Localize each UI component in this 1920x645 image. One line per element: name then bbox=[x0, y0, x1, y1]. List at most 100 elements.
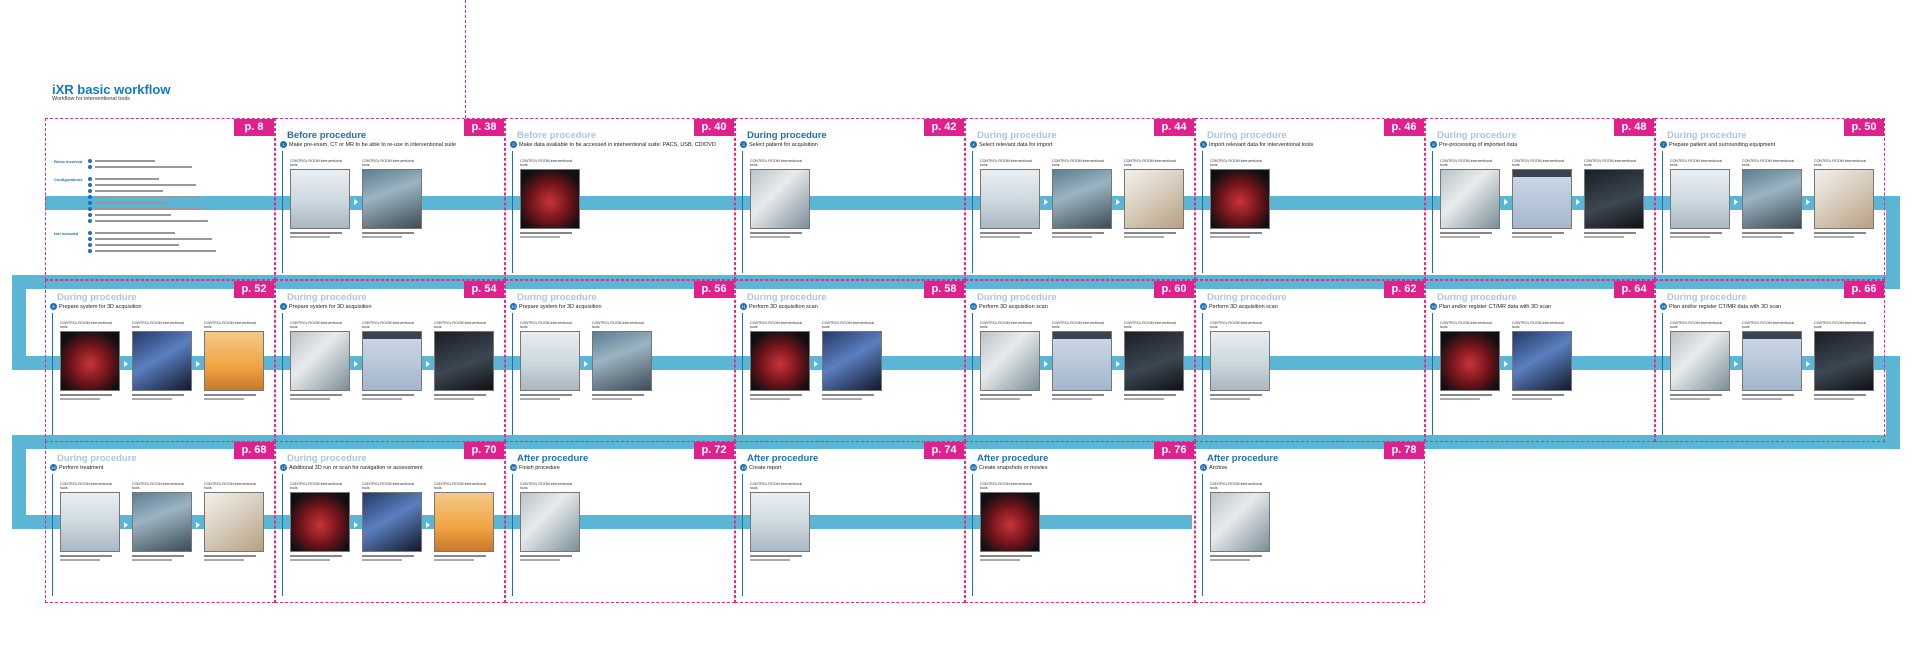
step-thumbnail[interactable]: CONTROL ROOM interventional tools bbox=[822, 321, 882, 400]
thumbnail-description bbox=[520, 555, 572, 557]
step-thumbnail[interactable]: CONTROL ROOM interventional tools bbox=[980, 482, 1040, 561]
page-reference-tag[interactable]: p. 58 bbox=[924, 281, 964, 298]
legend-bullet-icon bbox=[88, 243, 92, 247]
step-thumbnail[interactable]: CONTROL ROOM interventional tools bbox=[750, 159, 810, 238]
step-thumbnail[interactable]: CONTROL ROOM interventional tools bbox=[750, 482, 810, 561]
step-thumbnail[interactable]: CONTROL ROOM interventional tools bbox=[434, 321, 494, 400]
step-thumbnail[interactable]: CONTROL ROOM interventional tools bbox=[290, 482, 350, 561]
step-thumbnail[interactable]: CONTROL ROOM interventional tools bbox=[1124, 159, 1184, 238]
page-reference-tag[interactable]: p. 48 bbox=[1614, 119, 1654, 136]
thumbnail-caption: CONTROL ROOM interventional tools bbox=[1210, 159, 1262, 167]
thumbnail-caption: CONTROL ROOM interventional tools bbox=[60, 482, 112, 490]
step-thumbnail[interactable]: CONTROL ROOM interventional tools bbox=[362, 321, 422, 400]
step-thumbnail[interactable]: CONTROL ROOM interventional tools bbox=[1052, 321, 1112, 400]
step-thumbnail[interactable]: CONTROL ROOM interventional tools bbox=[1210, 159, 1270, 238]
thumbnail-image bbox=[1052, 331, 1112, 391]
legend-line bbox=[95, 190, 163, 192]
page-reference-tag[interactable]: p. 76 bbox=[1154, 442, 1194, 459]
page-reference-tag[interactable]: p. 68 bbox=[234, 442, 274, 459]
thumbnail-caption: CONTROL ROOM interventional tools bbox=[1512, 321, 1564, 329]
page-reference-tag[interactable]: p. 46 bbox=[1384, 119, 1424, 136]
step-thumbnail[interactable]: CONTROL ROOM interventional tools bbox=[1670, 159, 1730, 238]
page-reference-tag[interactable]: p. 38 bbox=[464, 119, 504, 136]
step-number-icon: 11 bbox=[740, 303, 747, 310]
step-thumbnail[interactable]: CONTROL ROOM interventional tools bbox=[1440, 321, 1500, 400]
legend-bullet-icon bbox=[88, 195, 92, 199]
step-connector-line bbox=[1662, 313, 1663, 435]
page-reference-tag[interactable]: p. 74 bbox=[924, 442, 964, 459]
page-reference-tag[interactable]: p. 62 bbox=[1384, 281, 1424, 298]
step-thumbnail[interactable]: CONTROL ROOM interventional tools bbox=[434, 482, 494, 561]
step-thumbnail[interactable]: CONTROL ROOM interventional tools bbox=[520, 482, 580, 561]
step-thumbnail[interactable]: CONTROL ROOM interventional tools bbox=[1742, 321, 1802, 400]
flow-arrow-icon bbox=[354, 361, 358, 367]
step-thumbnail[interactable]: CONTROL ROOM interventional tools bbox=[1512, 321, 1572, 400]
step-thumbnail[interactable]: CONTROL ROOM interventional tools bbox=[750, 321, 810, 400]
thumbnail-description bbox=[290, 394, 342, 396]
legend-bullet-icon bbox=[88, 159, 92, 163]
step-thumbnail[interactable]: CONTROL ROOM interventional tools bbox=[520, 159, 580, 238]
page-reference-tag[interactable]: p. 64 bbox=[1614, 281, 1654, 298]
phase-heading: During procedure bbox=[287, 292, 367, 303]
step-thumbnail[interactable]: CONTROL ROOM interventional tools bbox=[1210, 482, 1270, 561]
thumbnail-caption: CONTROL ROOM interventional tools bbox=[204, 321, 256, 329]
thumbnail-caption: CONTROL ROOM interventional tools bbox=[362, 321, 414, 329]
step-thumbnail[interactable]: CONTROL ROOM interventional tools bbox=[1670, 321, 1730, 400]
thumbnail-image bbox=[1512, 169, 1572, 229]
step-thumbnail[interactable]: CONTROL ROOM interventional tools bbox=[290, 321, 350, 400]
thumbnail-image bbox=[290, 169, 350, 229]
step-thumbnail[interactable]: CONTROL ROOM interventional tools bbox=[204, 482, 264, 561]
step-thumbnail[interactable]: CONTROL ROOM interventional tools bbox=[60, 321, 120, 400]
step-thumbnail[interactable]: CONTROL ROOM interventional tools bbox=[362, 482, 422, 561]
step-thumbnail[interactable]: CONTROL ROOM interventional tools bbox=[980, 159, 1040, 238]
thumbnail-caption: CONTROL ROOM interventional tools bbox=[520, 321, 572, 329]
step-thumbnail[interactable]: CONTROL ROOM interventional tools bbox=[60, 482, 120, 561]
page-reference-tag[interactable]: p. 52 bbox=[234, 281, 274, 298]
step-thumbnail[interactable]: CONTROL ROOM interventional tools bbox=[980, 321, 1040, 400]
page-reference-tag[interactable]: p. 78 bbox=[1384, 442, 1424, 459]
step-thumbnail[interactable]: CONTROL ROOM interventional tools bbox=[1814, 159, 1874, 238]
page-reference-tag[interactable]: p. 50 bbox=[1844, 119, 1884, 136]
thumbnail-description bbox=[1440, 232, 1492, 234]
step-thumbnail[interactable]: CONTROL ROOM interventional tools bbox=[1052, 159, 1112, 238]
step-thumbnail[interactable]: CONTROL ROOM interventional tools bbox=[1440, 159, 1500, 238]
thumbnail-description bbox=[750, 394, 802, 396]
page-reference-tag[interactable]: p. 42 bbox=[924, 119, 964, 136]
step-thumbnail[interactable]: CONTROL ROOM interventional tools bbox=[1584, 159, 1644, 238]
step-thumbnail[interactable]: CONTROL ROOM interventional tools bbox=[1124, 321, 1184, 400]
step-thumbnail[interactable]: CONTROL ROOM interventional tools bbox=[1742, 159, 1802, 238]
page-reference-tag[interactable]: p. 66 bbox=[1844, 281, 1884, 298]
step-thumbnail[interactable]: CONTROL ROOM interventional tools bbox=[520, 321, 580, 400]
thumbnail-image bbox=[1052, 169, 1112, 229]
step-thumbnail[interactable]: CONTROL ROOM interventional tools bbox=[290, 159, 350, 238]
page-reference-tag[interactable]: p. 54 bbox=[464, 281, 504, 298]
thumbnail-image bbox=[980, 492, 1040, 552]
thumbnail-image bbox=[60, 331, 120, 391]
step-thumbnail[interactable]: CONTROL ROOM interventional tools bbox=[132, 482, 192, 561]
page-reference-tag[interactable]: p. 56 bbox=[694, 281, 734, 298]
page-reference-tag[interactable]: p. 44 bbox=[1154, 119, 1194, 136]
page-reference-tag[interactable]: p. 72 bbox=[694, 442, 734, 459]
step-thumbnail[interactable]: CONTROL ROOM interventional tools bbox=[1210, 321, 1270, 400]
step-connector-line bbox=[282, 151, 283, 273]
step-connector-line bbox=[972, 151, 973, 273]
page-reference-tag[interactable]: p. 60 bbox=[1154, 281, 1194, 298]
step-thumbnail[interactable]: CONTROL ROOM interventional tools bbox=[1512, 159, 1572, 238]
step-connector-line bbox=[512, 151, 513, 273]
step-thumbnail[interactable]: CONTROL ROOM interventional tools bbox=[1814, 321, 1874, 400]
step-thumbnail[interactable]: CONTROL ROOM interventional tools bbox=[204, 321, 264, 400]
thumbnail-caption: CONTROL ROOM interventional tools bbox=[822, 321, 874, 329]
step-thumbnail[interactable]: CONTROL ROOM interventional tools bbox=[132, 321, 192, 400]
thumbnail-image bbox=[980, 331, 1040, 391]
page-reference-tag[interactable]: p. 8 bbox=[234, 119, 274, 136]
legend-line bbox=[95, 232, 175, 234]
phase-heading: Before procedure bbox=[517, 130, 597, 141]
page-reference-tag[interactable]: p. 70 bbox=[464, 442, 504, 459]
step-thumbnail[interactable]: CONTROL ROOM interventional tools bbox=[362, 159, 422, 238]
page-reference-tag[interactable]: p. 40 bbox=[694, 119, 734, 136]
step-thumbnail[interactable]: CONTROL ROOM interventional tools bbox=[592, 321, 652, 400]
thumbnail-description bbox=[290, 236, 330, 238]
thumbnail-description bbox=[1052, 398, 1092, 400]
